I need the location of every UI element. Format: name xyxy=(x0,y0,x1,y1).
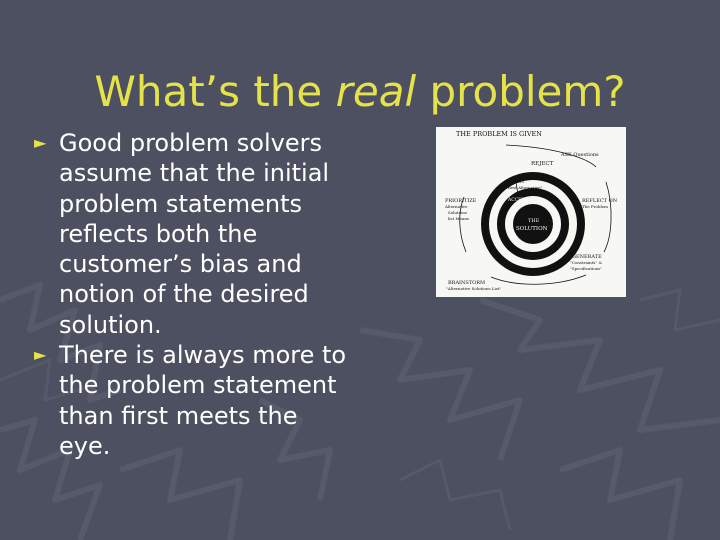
title-part-2: problem? xyxy=(416,67,626,117)
label-brainstorm: BRAINSTORM xyxy=(448,280,485,286)
label-reflect-on: REFLECT ON xyxy=(582,198,618,204)
label-alternative: Alternative xyxy=(444,204,468,209)
bullet-text: There is always more to the problem stat… xyxy=(59,341,347,460)
slide-title: What’s the real problem? xyxy=(0,64,720,120)
label-best-alternative: "Best Alternative" xyxy=(506,185,543,190)
bullet-list: ► Good problem solvers assume that the i… xyxy=(34,128,354,461)
label-problem-given: THE PROBLEM IS GIVEN xyxy=(456,130,542,138)
label-ask-questions: ASK Questions xyxy=(560,152,599,158)
problem-solving-cycle-diagram: THE PROBLEM IS GIVEN REJECT ASK Question… xyxy=(436,127,626,297)
bullet-text: Good problem solvers assume that the ini… xyxy=(59,129,330,339)
label-alternative-solutions-list: "Alternative Solutions List" xyxy=(446,286,501,291)
bullet-item: ► There is always more to the problem st… xyxy=(34,340,354,461)
title-emphasis: real xyxy=(335,67,417,117)
label-prioritize: PRIORITIZE xyxy=(445,198,477,204)
label-solutions: Solutions xyxy=(448,210,467,215)
bullet-item: ► Good problem solvers assume that the i… xyxy=(34,128,354,340)
label-reject: REJECT xyxy=(531,161,554,167)
triangle-bullet-icon: ► xyxy=(34,345,47,365)
label-constraints: "Constraints" & xyxy=(570,260,602,265)
cycle-arrows xyxy=(459,144,612,285)
label-the-problem: The Problem xyxy=(582,204,608,209)
label-list-means: list Means xyxy=(448,216,469,221)
label-specifications: "Specifications" xyxy=(570,266,602,271)
label-test: TEST xyxy=(511,179,525,185)
label-accept: ACCEPT xyxy=(507,197,527,203)
label-center-solution: SOLUTION xyxy=(516,226,548,232)
label-center-the: THE xyxy=(528,218,540,224)
title-part-1: What’s the xyxy=(94,67,336,117)
triangle-bullet-icon: ► xyxy=(34,133,47,152)
target-rings xyxy=(481,172,585,276)
label-generate: GENERATE xyxy=(572,254,602,260)
